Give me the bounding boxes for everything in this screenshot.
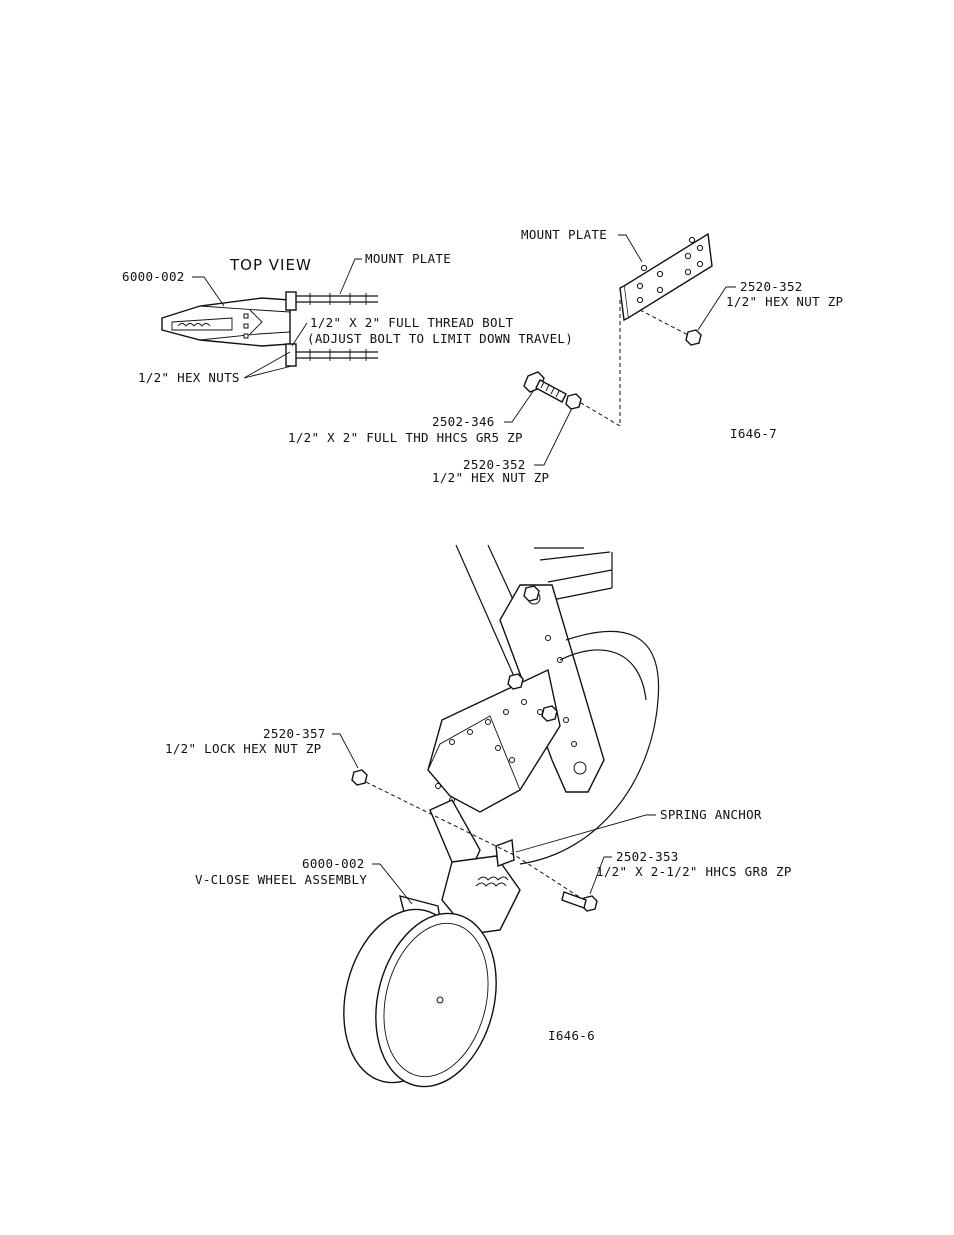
plate-nut-right-desc: 1/2" HEX NUT ZP [726, 294, 843, 309]
assembly-bolt-part: 2502-353 [616, 849, 679, 864]
plate-mount-plate-label: MOUNT PLATE [521, 227, 607, 242]
top-view-mount-plate-leader [339, 258, 362, 295]
top-view-mount-plate-label: MOUNT PLATE [365, 251, 451, 266]
plate-bolt-leader [504, 389, 535, 423]
assembly-spring-anchor-leader [515, 814, 656, 853]
plate-nut-bottom-leader [534, 407, 573, 466]
assembly-wheel-part: 6000-002 [302, 856, 365, 871]
assembly-wheel-leader [372, 863, 413, 905]
top-view-drawing [161, 291, 378, 367]
plate-bolt-part: 2502-346 [432, 414, 495, 429]
top-view-assembly-part-label: 6000-002 [122, 269, 185, 284]
top-view-hex-nuts-label: 1/2" HEX NUTS [138, 370, 240, 385]
top-view-bolt-note: (ADJUST BOLT TO LIMIT DOWN TRAVEL) [307, 331, 573, 346]
assembly-spring-anchor-label: SPRING ANCHOR [660, 807, 762, 822]
top-view-bolt-leader [291, 322, 308, 347]
assembly-lock-nut-desc: 1/2" LOCK HEX NUT ZP [165, 741, 322, 756]
assembly-bolt-leader [589, 856, 612, 895]
plate-nut-bottom-desc: 1/2" HEX NUT ZP [432, 470, 549, 485]
v-close-wheel-assembly-drawing [343, 544, 660, 1088]
assembly-bolt-desc: 1/2" X 2-1/2" HHCS GR8 ZP [596, 864, 792, 879]
assembly-lock-nut-leader [332, 733, 359, 769]
assembly-figure-id: I646-6 [548, 1028, 595, 1043]
plate-mount-plate-leader [618, 234, 643, 263]
plate-nut-right-part: 2520-352 [740, 279, 803, 294]
mount-plate-drawing [523, 232, 713, 427]
assembly-wheel-desc: V-CLOSE WHEEL ASSEMBLY [195, 872, 367, 887]
top-view-assembly-leader [192, 276, 225, 307]
plate-nut-right-leader [697, 286, 736, 331]
plate-nut-bottom-part: 2520-352 [463, 457, 526, 472]
plate-figure-id: I646-7 [730, 426, 777, 441]
assembly-lock-nut-part: 2520-357 [263, 726, 326, 741]
top-view-title: TOP VIEW [229, 256, 312, 274]
top-view-hex-nuts-leader [243, 351, 293, 379]
top-view-bolt-label: 1/2" X 2" FULL THREAD BOLT [310, 315, 514, 330]
plate-bolt-desc: 1/2" X 2" FULL THD HHCS GR5 ZP [288, 430, 523, 445]
